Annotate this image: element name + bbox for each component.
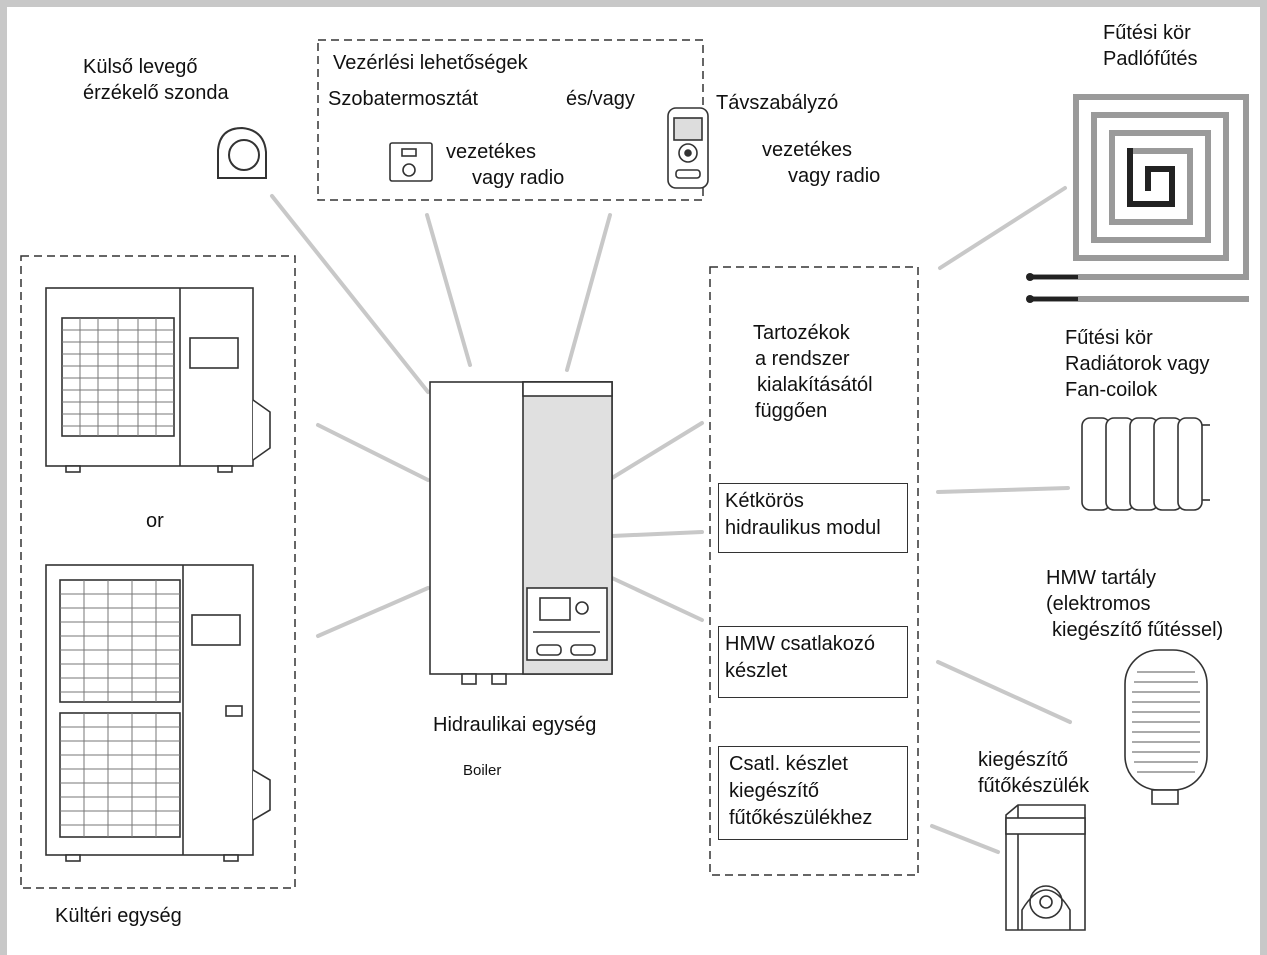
outdoor-unit-top-icon bbox=[45, 287, 271, 473]
radiator-line3: Fan-coilok bbox=[1065, 379, 1158, 401]
hmw-kit-line1: HMW csatlakozó bbox=[725, 633, 876, 655]
remote-wired-line1: vezetékes bbox=[762, 139, 853, 161]
aux-heater-line1: kiegészítő bbox=[978, 749, 1069, 771]
radiator-line2: Radiátorok vagy bbox=[1065, 353, 1210, 375]
accessories-label: Tartozékok a rendszer kialakításától füg… bbox=[753, 320, 873, 424]
module-line1: Kétkörös bbox=[725, 490, 804, 512]
connector-remote bbox=[565, 213, 612, 372]
floor-heating-line1: Fűtési kör bbox=[1103, 22, 1191, 44]
air-sensor-icon bbox=[217, 126, 267, 179]
thermostat-wired-line1: vezetékes bbox=[446, 141, 537, 163]
boiler-kit-box: Csatl. készlet kiegészítő fűtőkészülékhe… bbox=[718, 746, 908, 840]
connector-lines bbox=[270, 186, 1072, 854]
outdoor-group bbox=[20, 255, 296, 889]
hot-water-tank-icon bbox=[1124, 649, 1208, 805]
accessories-line2: a rendszer bbox=[755, 348, 850, 370]
floor-heating-label: Fűtési kör Padlófűtés bbox=[1103, 20, 1198, 72]
module-box: Kétkörös hidraulikus modul bbox=[718, 483, 908, 553]
connector-accessories bbox=[610, 421, 704, 480]
connector-outdoor-top bbox=[316, 423, 430, 482]
aux-heater-label: kiegészítő fűtőkészülék bbox=[978, 747, 1089, 799]
remote-wired-line2: vagy radio bbox=[788, 165, 881, 187]
remote-wired-label: vezetékes vagy radio bbox=[762, 137, 880, 189]
radiator-label: Fűtési kör Radiátorok vagy Fan-coilok bbox=[1065, 325, 1210, 403]
hmw-kit-box: HMW csatlakozó készlet bbox=[718, 626, 908, 698]
tank-line2: (elektromos bbox=[1046, 593, 1151, 615]
boiler-kit-line3: fűtőkészülékhez bbox=[729, 807, 873, 829]
boiler-kit-line1: Csatl. készlet bbox=[729, 753, 848, 775]
accessories-line3: kialakításától bbox=[757, 374, 873, 396]
connector-module bbox=[610, 530, 704, 538]
connector-sensor bbox=[270, 194, 430, 394]
tank-line1: HMW tartály bbox=[1046, 567, 1156, 589]
connector-radiator bbox=[936, 486, 1070, 494]
or-label: or bbox=[146, 510, 164, 532]
connector-outdoor-bottom bbox=[316, 586, 430, 638]
accessories-group bbox=[709, 266, 919, 876]
module-line2: hidraulikus modul bbox=[725, 517, 881, 539]
accessories-line1: Tartozékok bbox=[753, 322, 850, 344]
boiler-label: Boiler bbox=[463, 762, 502, 779]
thermostat-wired-label: vezetékes vagy radio bbox=[446, 139, 564, 191]
room-thermostat-icon bbox=[389, 142, 433, 182]
air-sensor-label-line1: Külső levegő bbox=[83, 56, 198, 78]
floor-heating-line2: Padlófűtés bbox=[1103, 48, 1198, 70]
connector-aux-heater bbox=[930, 824, 1000, 854]
controls-title: Vezérlési lehetőségek bbox=[333, 52, 528, 74]
remote-control-icon bbox=[667, 107, 709, 189]
connector-hmw-kit bbox=[610, 576, 704, 622]
radiator-icon bbox=[1081, 417, 1210, 511]
tank-label: HMW tartály (elektromos kiegészítő fűtés… bbox=[1046, 565, 1223, 643]
radiator-line1: Fűtési kör bbox=[1065, 327, 1153, 349]
hydraulic-unit-label: Hidraulikai egység bbox=[433, 714, 597, 736]
accessories-line4: függően bbox=[755, 400, 828, 422]
thermostat-label: Szobatermosztát bbox=[328, 88, 479, 110]
floor-heating-icon bbox=[1026, 94, 1249, 303]
connector-tank bbox=[936, 660, 1072, 724]
tank-line3: kiegészítő fűtéssel) bbox=[1052, 619, 1224, 641]
thermostat-wired-line2: vagy radio bbox=[472, 167, 565, 189]
remote-label: Távszabályzó bbox=[716, 92, 839, 114]
dashed-groups bbox=[20, 39, 919, 889]
aux-heater-line2: fűtőkészülék bbox=[978, 775, 1090, 797]
outdoor-unit-label: Kültéri egység bbox=[55, 905, 182, 927]
hmw-kit-line2: készlet bbox=[725, 660, 788, 682]
and-or-label: és/vagy bbox=[566, 88, 635, 110]
connector-floor bbox=[938, 186, 1067, 270]
hydraulic-unit-icon bbox=[429, 381, 613, 685]
auxiliary-heater-icon bbox=[1005, 804, 1086, 931]
outdoor-unit-bottom-icon bbox=[45, 564, 271, 862]
boiler-kit-line2: kiegészítő bbox=[729, 780, 820, 802]
air-sensor-label-line2: érzékelő szonda bbox=[83, 82, 229, 104]
connector-thermostat bbox=[425, 213, 472, 367]
air-sensor-label: Külső levegő érzékelő szonda bbox=[83, 54, 229, 106]
